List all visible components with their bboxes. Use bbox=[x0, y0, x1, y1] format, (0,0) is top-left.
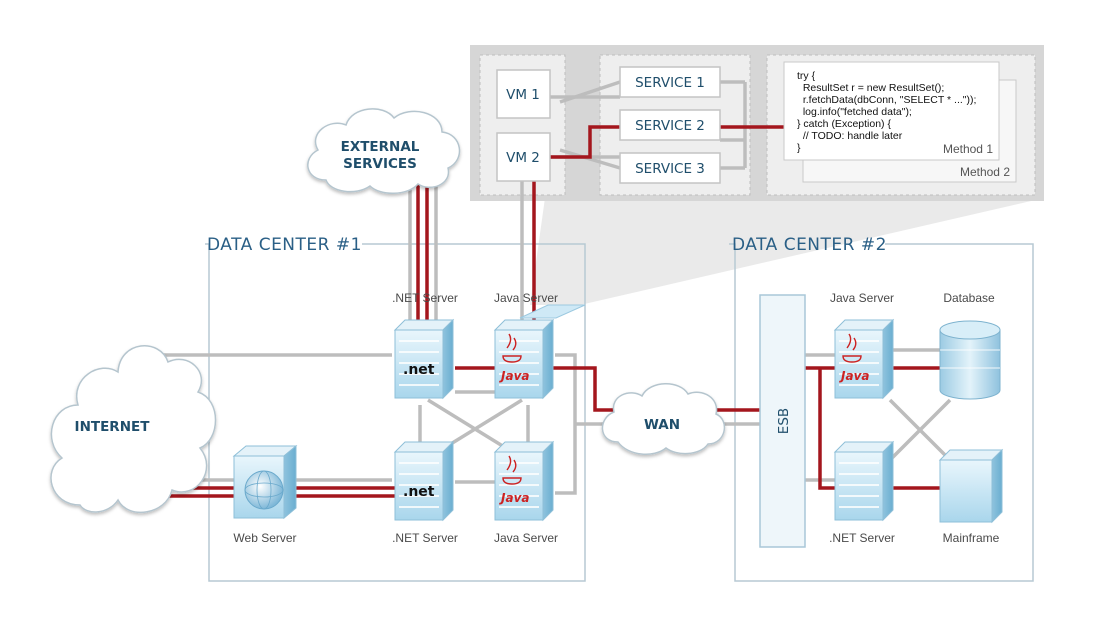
java-logo-icon: Java bbox=[499, 491, 529, 505]
red-links bbox=[140, 125, 945, 498]
globe-icon bbox=[244, 470, 284, 510]
code-line-7: } bbox=[797, 142, 801, 154]
service1-label: SERVICE 1 bbox=[635, 75, 705, 91]
dc1-java-server-bottom-icon[interactable]: Java bbox=[493, 440, 555, 522]
dc1-net-server-top-icon[interactable]: .net bbox=[393, 318, 455, 400]
data-center-2-title: DATA CENTER #2 bbox=[732, 235, 887, 255]
code-line-4: log.info("fetched data"); bbox=[797, 106, 912, 118]
external-services-label-1: EXTERNAL bbox=[341, 139, 420, 155]
zoom-projection bbox=[530, 198, 1044, 305]
dc2-database-label: Database bbox=[943, 291, 995, 305]
external-services-cloud bbox=[307, 108, 461, 194]
method1-label: Method 1 bbox=[943, 142, 993, 156]
service2-label: SERVICE 2 bbox=[635, 118, 705, 134]
mainframe-icon[interactable] bbox=[938, 448, 1004, 524]
java-cup-icon bbox=[842, 333, 862, 363]
data-center-1-frame bbox=[205, 243, 586, 582]
web-server-label: Web Server bbox=[233, 531, 296, 545]
method2-label: Method 2 bbox=[960, 165, 1010, 179]
service3-box[interactable]: SERVICE 3 bbox=[619, 152, 721, 184]
web-server-icon[interactable] bbox=[232, 444, 298, 520]
dc2-net-server-label: .NET Server bbox=[829, 531, 895, 545]
code-line-1: try { bbox=[797, 70, 816, 82]
internet-cloud bbox=[50, 345, 217, 514]
java-logo-icon: Java bbox=[499, 369, 529, 383]
method1-card: Method 1 try { ResultSet r = new ResultS… bbox=[783, 61, 1000, 161]
dc1-net-server-bottom-label: .NET Server bbox=[392, 531, 458, 545]
dc1-java-server-bottom-label: Java Server bbox=[494, 531, 558, 545]
grey-links bbox=[140, 80, 952, 495]
java-logo-icon: Java bbox=[839, 369, 869, 383]
wan-label: WAN bbox=[644, 417, 680, 433]
dc2-java-server-icon[interactable]: Java bbox=[833, 318, 895, 400]
vm1-box[interactable]: VM 1 bbox=[496, 69, 551, 119]
service1-box[interactable]: SERVICE 1 bbox=[619, 66, 721, 98]
dc1-java-server-top-label: Java Server bbox=[494, 291, 558, 305]
vm2-box[interactable]: VM 2 bbox=[496, 132, 551, 182]
code-line-6: // TODO: handle later bbox=[797, 130, 903, 142]
data-center-1-title: DATA CENTER #1 bbox=[207, 235, 362, 255]
external-services-label-2: SERVICES bbox=[343, 156, 417, 172]
java-cup-icon bbox=[502, 333, 522, 363]
dc1-net-server-bottom-icon[interactable]: .net bbox=[393, 440, 455, 522]
esb-bar[interactable]: ESB bbox=[759, 294, 806, 548]
vm2-label: VM 2 bbox=[506, 150, 540, 166]
code-line-5: } catch (Exception) { bbox=[797, 118, 891, 130]
dc1-net-server-top-label: .NET Server bbox=[392, 291, 458, 305]
dc2-java-server-label: Java Server bbox=[830, 291, 894, 305]
java-cup-icon bbox=[502, 455, 522, 485]
dc2-mainframe-label: Mainframe bbox=[943, 531, 1000, 545]
data-center-2-frame bbox=[729, 243, 1034, 582]
service3-label: SERVICE 3 bbox=[635, 161, 705, 177]
dotnet-logo-icon: .net bbox=[403, 484, 435, 500]
java-server-highlight bbox=[519, 304, 586, 319]
dc2-net-server-icon[interactable] bbox=[833, 440, 895, 522]
code-line-2: ResultSet r = new ResultSet(); bbox=[797, 82, 944, 94]
internet-label: INTERNET bbox=[75, 419, 151, 435]
code-line-3: r.fetchData(dbConn, "SELECT * ...")); bbox=[797, 94, 976, 106]
service2-box[interactable]: SERVICE 2 bbox=[619, 109, 721, 141]
wan-cloud bbox=[601, 383, 726, 455]
dc1-java-server-top-icon[interactable]: Java bbox=[493, 318, 555, 400]
esb-label: ESB bbox=[776, 408, 792, 434]
vm1-label: VM 1 bbox=[506, 87, 540, 103]
dotnet-logo-icon: .net bbox=[403, 362, 435, 378]
database-icon[interactable] bbox=[939, 320, 1001, 400]
